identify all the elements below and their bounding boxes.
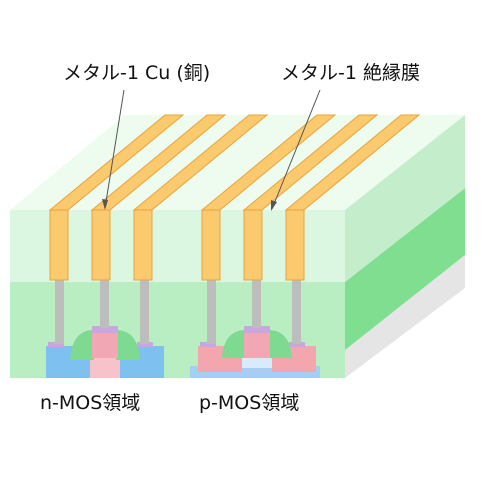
nmos-transistor [46, 326, 164, 378]
leader-line-insulator [271, 89, 321, 210]
pmos-gate [244, 332, 270, 358]
leader-arrowhead-insulator [271, 200, 277, 211]
copper-lines [48, 114, 421, 281]
nmos-region-label: n-MOS領域 [40, 392, 141, 414]
lower-dielectric-side-face [345, 188, 465, 350]
nmos-contact-cap-left [48, 342, 64, 347]
nmos-gate [92, 332, 118, 358]
copper-line-front [91, 209, 111, 281]
nmos-contact-cap-right [137, 342, 153, 347]
copper-line-front [285, 209, 305, 281]
pmos-spacer-left [222, 330, 246, 358]
via [140, 278, 149, 344]
nmos-spacer-left [70, 330, 94, 360]
leader-line-cu [104, 89, 125, 209]
substrate-side-face [345, 255, 465, 378]
copper-line-front [133, 209, 153, 281]
nmos-channel [90, 358, 120, 378]
pmos-channel [242, 356, 272, 368]
via [207, 278, 216, 344]
nmos-spacer-right [116, 330, 140, 360]
leader-arrowhead-cu [102, 199, 108, 210]
leader-lines [102, 89, 321, 211]
insulator-side-face [345, 115, 465, 282]
via [292, 278, 301, 344]
pmos-contact-cap-left [200, 342, 216, 347]
metal-cu-label: メタル-1 Cu (銅) [63, 62, 211, 84]
pmos-region-label: p-MOS領域 [199, 392, 300, 414]
copper-line-front [201, 209, 221, 281]
metal-insulator-label: メタル-1 絶縁膜 [281, 62, 420, 84]
pmos-gate-cap [244, 326, 270, 333]
nmos-gate-cap [92, 326, 118, 333]
pmos-contact-cap-right [289, 342, 305, 347]
via [55, 278, 64, 344]
via [252, 278, 261, 328]
pmos-transistor [190, 326, 320, 378]
vias [55, 278, 301, 344]
pmos-spacer-right [268, 330, 292, 358]
via [100, 278, 109, 328]
copper-line-front [49, 209, 69, 281]
copper-line-front [243, 209, 263, 281]
